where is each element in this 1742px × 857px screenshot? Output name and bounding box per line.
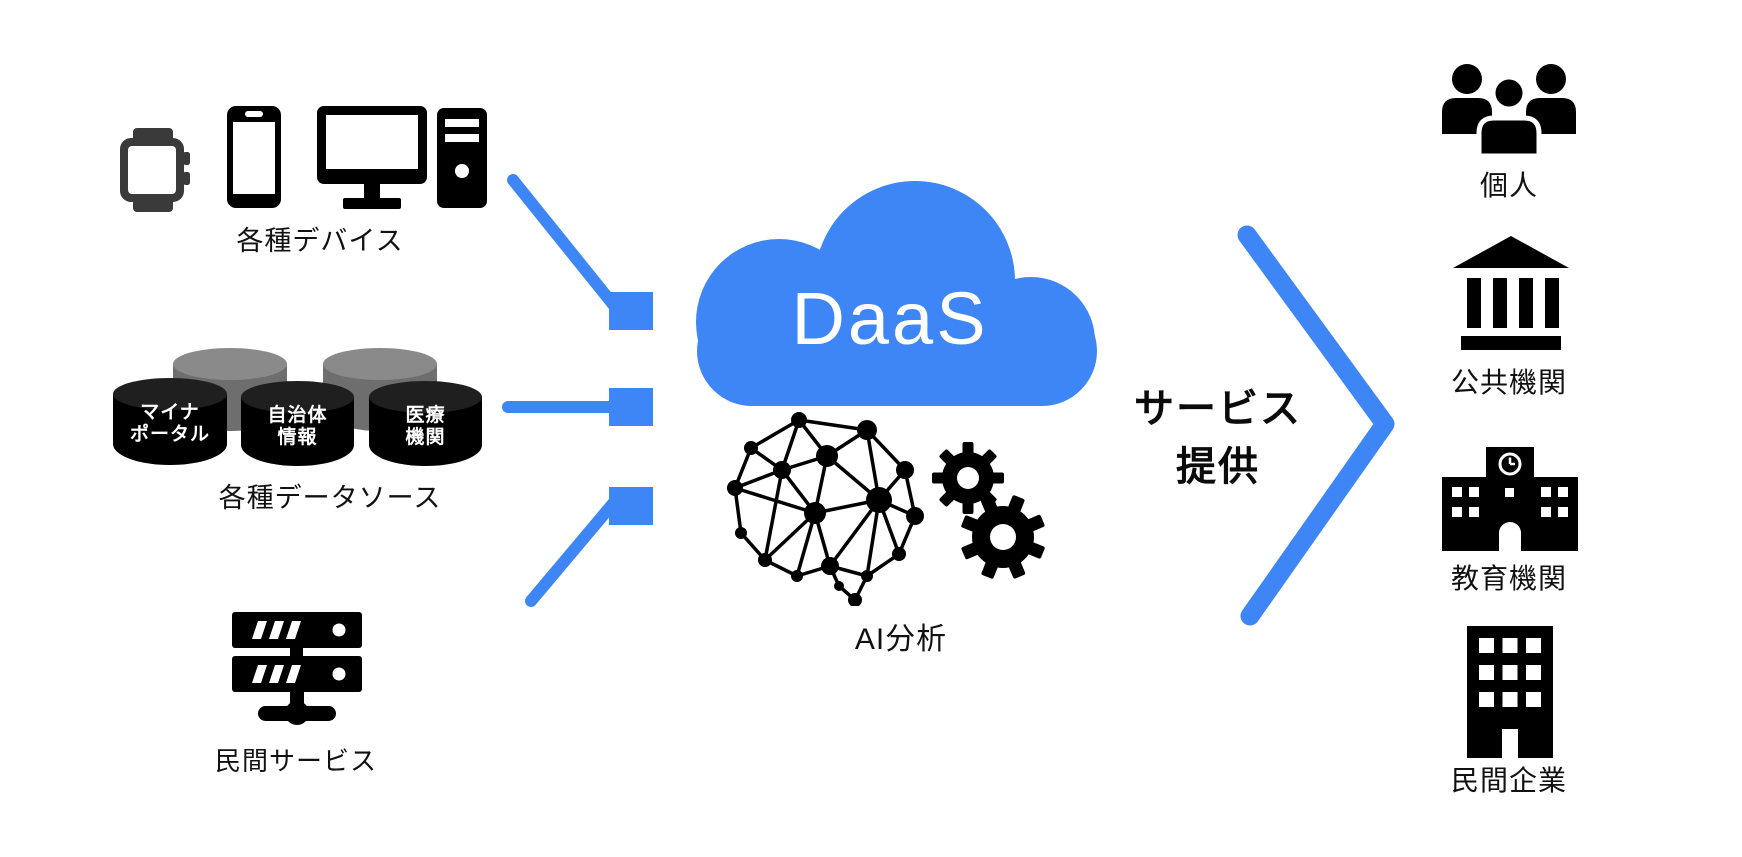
connector-square: [609, 388, 653, 426]
monitor-icon: [317, 106, 427, 209]
cylinder-label: マイナ ポータル: [129, 402, 210, 446]
database-cylinder-municipal: 自治体 情報: [241, 381, 354, 467]
database-cylinder-icon: [241, 381, 354, 466]
database-cylinder-medical: 医療 機関: [369, 381, 482, 467]
cloud-icon: [696, 181, 1097, 406]
school-icon: [1442, 447, 1578, 551]
connector-line-devices: [507, 174, 622, 314]
cylinder-label: 医療 機関: [405, 405, 446, 449]
large-gear: [961, 495, 1045, 579]
recipient-label-education: 教育機関: [1450, 563, 1567, 594]
chevron-arrow-icon: [1237, 225, 1395, 626]
connector-square: [609, 292, 653, 330]
recipient-label-private-company: 民間企業: [1450, 765, 1567, 796]
private-service-label: 民間サービス: [214, 746, 377, 776]
office-building-icon: [1467, 626, 1553, 758]
brain-network-icon: [727, 412, 924, 606]
people-icon: [1442, 64, 1576, 156]
smartwatch-icon: [120, 128, 190, 212]
database-cylinder-icon: [113, 378, 227, 465]
smartphone-icon: [227, 106, 281, 208]
service-provision-line1: サービス: [1134, 387, 1302, 431]
server-rack-icon: [232, 612, 362, 725]
recipient-label-public: 公共機関: [1450, 367, 1567, 398]
database-cylinder-icon: [369, 381, 482, 466]
cloud-title: DaaS: [791, 277, 989, 360]
bank-icon: [1453, 236, 1569, 350]
pc-tower-icon: [437, 108, 487, 208]
recipient-label-individual: 個人: [1479, 170, 1538, 201]
connector-line-service: [525, 494, 622, 607]
devices-label: 各種デバイス: [236, 226, 404, 256]
data-sources-label: 各種データソース: [218, 483, 442, 513]
cylinder-label: 自治体 情報: [267, 405, 328, 449]
service-provision-line2: 提供: [1176, 445, 1260, 489]
gears-icon: [932, 442, 1045, 579]
ai-analysis-label: AI分析: [854, 623, 948, 656]
database-cylinder-myna: マイナ ポータル: [113, 378, 227, 466]
connector-square: [609, 487, 653, 525]
